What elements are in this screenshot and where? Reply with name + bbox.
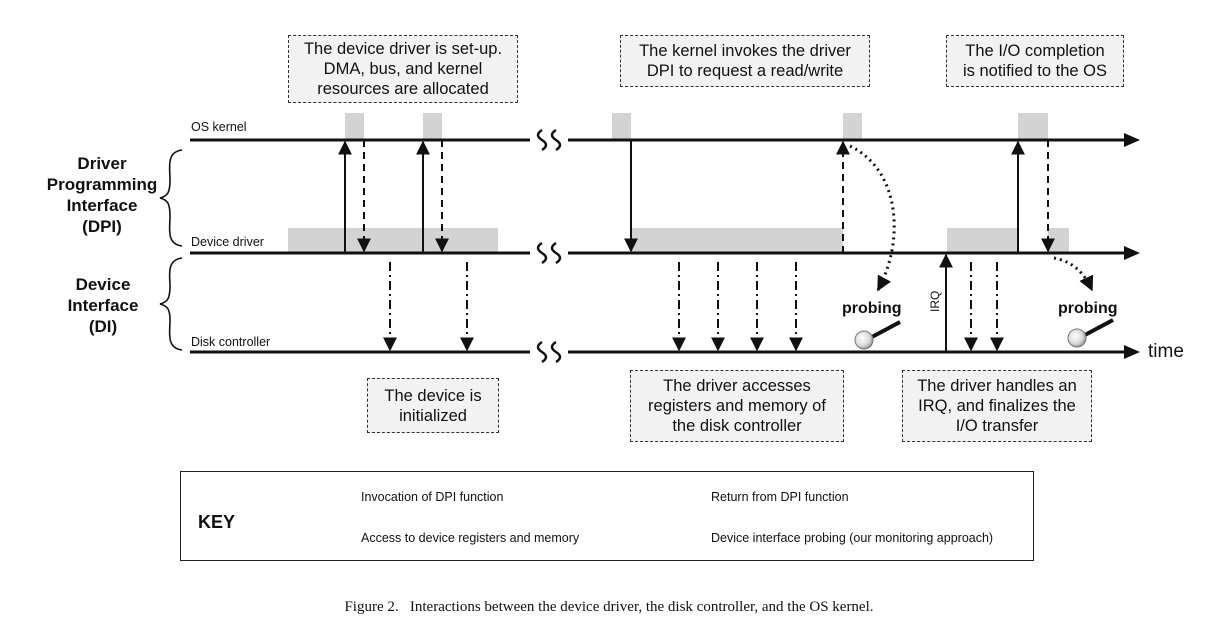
callout-invoke: The kernel invokes the driver DPI to req… xyxy=(620,35,870,87)
activity-bars xyxy=(288,113,1069,253)
figure-caption: Figure 2. Interactions between the devic… xyxy=(344,599,874,615)
callout-irq-handle: The driver handles an IRQ, and finalizes… xyxy=(902,370,1092,442)
driver-arrowhead xyxy=(1124,246,1140,260)
probe-icon-2 xyxy=(1067,318,1114,348)
callout-completion: The I/O completion is notified to the OS xyxy=(946,35,1124,87)
probe-handle-2 xyxy=(1082,318,1114,338)
irq-label: IRQ xyxy=(928,290,942,312)
key-access: Access to device registers and memory xyxy=(361,531,580,545)
di-side-label: Device Interface (DI) xyxy=(67,275,139,336)
dpi-side-label: Driver Programming Interface (DPI) xyxy=(46,154,158,236)
probe-icon-1 xyxy=(854,320,901,350)
driver-activity-2 xyxy=(632,228,843,253)
kernel-activity-5 xyxy=(1018,113,1048,140)
lane-lines xyxy=(190,138,1128,354)
break-kernel xyxy=(536,128,562,152)
di-brace xyxy=(159,257,183,351)
probing-curve-1 xyxy=(849,144,896,292)
dpi-brace xyxy=(159,149,183,247)
probing-arrows xyxy=(849,144,1094,292)
callout-setup: The device driver is set-up. DMA, bus, a… xyxy=(288,35,518,103)
break-driver xyxy=(536,241,562,265)
braces xyxy=(159,149,183,351)
access-arrows xyxy=(383,262,1004,352)
kernel-activity-3 xyxy=(612,113,631,140)
kernel-activity-2 xyxy=(423,113,442,140)
probing-curve-2 xyxy=(1053,256,1094,292)
key-invocation: Invocation of DPI function xyxy=(361,490,504,504)
driver-activity-1 xyxy=(288,228,498,253)
driver-activity-3 xyxy=(947,228,1017,253)
kernel-activity-4 xyxy=(843,113,862,140)
kernel-activity-1 xyxy=(345,113,364,140)
time-breaks xyxy=(536,128,562,364)
key-return: Return from DPI function xyxy=(711,490,849,504)
break-controller xyxy=(536,340,562,364)
magnifier-icon xyxy=(1067,328,1087,348)
key-probing: Device interface probing (our monitoring… xyxy=(711,531,994,545)
key-title: KEY xyxy=(198,512,236,532)
magnifier-icon xyxy=(854,330,874,350)
time-axis-label: time xyxy=(1148,341,1184,362)
callout-initialized: The device is initialized xyxy=(367,378,499,433)
key-legend: KEY Invocation of DPI function Return fr… xyxy=(180,471,1034,561)
driver-activity-4 xyxy=(1048,228,1069,253)
os-kernel-arrowhead xyxy=(1124,133,1140,147)
lane-label-disk-controller: Disk controller xyxy=(191,335,271,349)
lane-label-os-kernel: OS kernel xyxy=(191,120,247,134)
return-arrows xyxy=(357,140,1055,253)
controller-arrowhead xyxy=(1124,345,1140,359)
probe-handle-1 xyxy=(869,320,901,340)
callout-access: The driver accesses registers and memory… xyxy=(630,370,844,442)
lane-label-device-driver: Device driver xyxy=(191,235,264,249)
probing-label-2: probing xyxy=(1058,300,1118,317)
probing-label-1: probing xyxy=(842,300,902,317)
invocation-arrows xyxy=(338,140,1025,352)
lane-arrowheads xyxy=(1124,133,1140,359)
